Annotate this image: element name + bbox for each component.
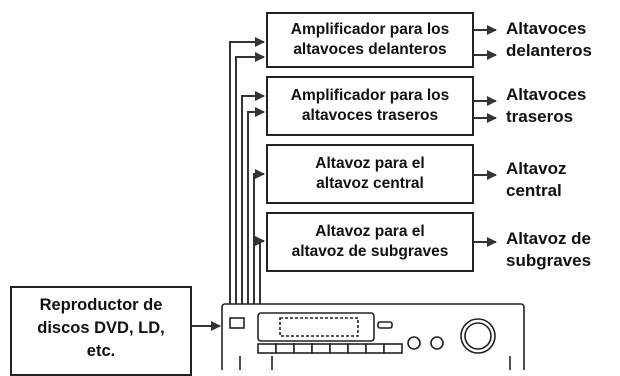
subwoofer-speaker-line2: altavoz de subgraves xyxy=(291,243,449,260)
rear-amplifier-line2: altavoces traseros xyxy=(301,107,439,124)
source-player-box: Reproductor de discos DVD, LD, etc. xyxy=(10,286,192,376)
subwoofer-speaker-box: Altavoz para el altavoz de subgraves xyxy=(266,212,474,272)
center-speaker-line2: altavoz central xyxy=(316,175,424,192)
receiver xyxy=(221,303,525,370)
center-speaker-out-line2: central xyxy=(506,181,562,201)
source-line2: discos DVD, LD, xyxy=(37,319,165,338)
receiver-volume-knob xyxy=(460,318,496,354)
wire-center xyxy=(253,169,265,305)
center-speaker-label: Altavoz central xyxy=(506,158,566,202)
center-speaker-out-line1: Altavoz xyxy=(506,159,567,178)
front-amplifier-box: Amplificador para los altavoces delanter… xyxy=(266,12,474,68)
rear-speakers-label: Altavoces traseros xyxy=(506,84,586,128)
wire-front-upper xyxy=(229,37,265,305)
subwoofer-label: Altavoz de subgraves xyxy=(506,228,591,272)
rear-amplifier-line1: Amplificador para los xyxy=(290,86,450,104)
receiver-display-inner xyxy=(279,317,359,337)
subwoofer-out-line1: Altavoz de xyxy=(506,229,592,248)
center-speaker-line1: Altavoz para el xyxy=(315,154,425,172)
wire-rear-lower xyxy=(247,107,265,305)
front-speakers-line2: delanteros xyxy=(506,41,592,61)
subwoofer-out-line2: subgraves xyxy=(506,251,592,271)
front-speakers-label: Altavoces delanteros xyxy=(506,18,592,62)
center-speaker-box: Altavoz para el altavoz central xyxy=(266,144,474,204)
receiver-indicator xyxy=(377,321,393,329)
receiver-knob-small-1 xyxy=(407,336,421,350)
source-line1: Reproductor de xyxy=(39,296,163,314)
rear-amplifier-box: Amplificador para los altavoces traseros xyxy=(266,76,474,136)
receiver-power-button xyxy=(229,317,245,329)
subwoofer-speaker-line1: Altavoz para el xyxy=(315,222,425,240)
receiver-display xyxy=(257,312,375,342)
front-speakers-line1: Altavoces xyxy=(506,19,587,38)
rear-speakers-line2: traseros xyxy=(506,107,574,127)
wire-front-lower xyxy=(235,52,265,305)
receiver-button-row xyxy=(257,343,403,354)
receiver-knob-small-2 xyxy=(430,336,444,350)
front-amplifier-line1: Amplificador para los xyxy=(290,20,450,38)
rear-speakers-line1: Altavoces xyxy=(506,85,587,104)
source-line3: etc. xyxy=(86,342,116,361)
wire-rear-upper xyxy=(241,91,265,305)
wire-subwoofer xyxy=(255,236,265,305)
front-amplifier-line2: altavoces delanteros xyxy=(293,41,447,58)
